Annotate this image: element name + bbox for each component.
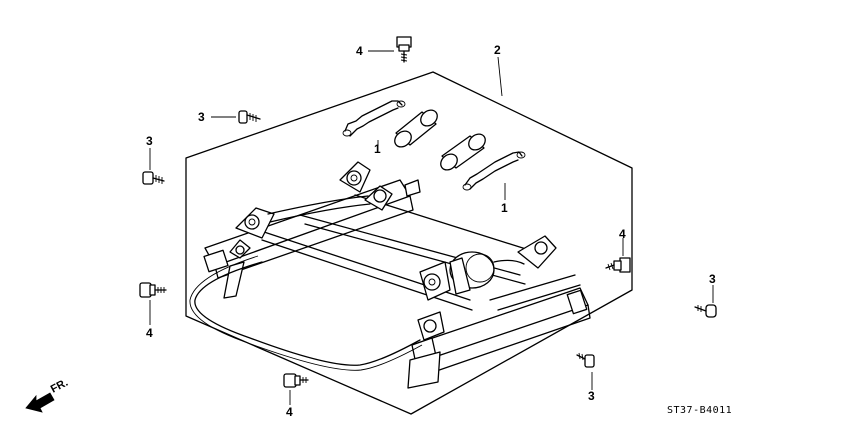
bushing-upper [394,109,438,148]
screw-upper-left-icon [238,110,261,124]
screw-right-icon [694,304,717,318]
callout-bolt-left: 4 [146,326,153,340]
assembly-outline [185,71,633,415]
bolt-bottom-icon [283,373,309,388]
screw-bottom-icon [576,352,595,368]
callout-screw-bottom: 3 [588,389,595,403]
bushing-lower [440,133,486,171]
front-arrow-icon [25,392,55,413]
callout-bolt-top: 4 [356,44,363,58]
callout-bolt-right: 4 [619,227,626,241]
bolt-left-icon [139,282,167,298]
screw-left-icon [142,171,165,185]
spring-upper [342,100,406,137]
callout-screw-right: 3 [709,272,716,286]
callout-spring-upper: 1 [374,142,381,156]
callout-screw-upper-left: 3 [198,110,205,124]
callout-screw-left: 3 [146,134,153,148]
cable-loop [194,261,421,366]
bolt-top-icon [396,36,412,63]
callout-bolt-bottom: 4 [286,405,293,419]
bolt-right-icon [605,257,631,273]
callout-spring-lower: 1 [501,201,508,215]
seat-adjuster-frame [203,161,591,389]
callout-seat-adjuster: 2 [494,43,501,57]
diagram-code: ST37-B4011 [667,405,732,416]
front-indicator-label: FR. [49,377,70,396]
spring-lower [462,151,526,191]
